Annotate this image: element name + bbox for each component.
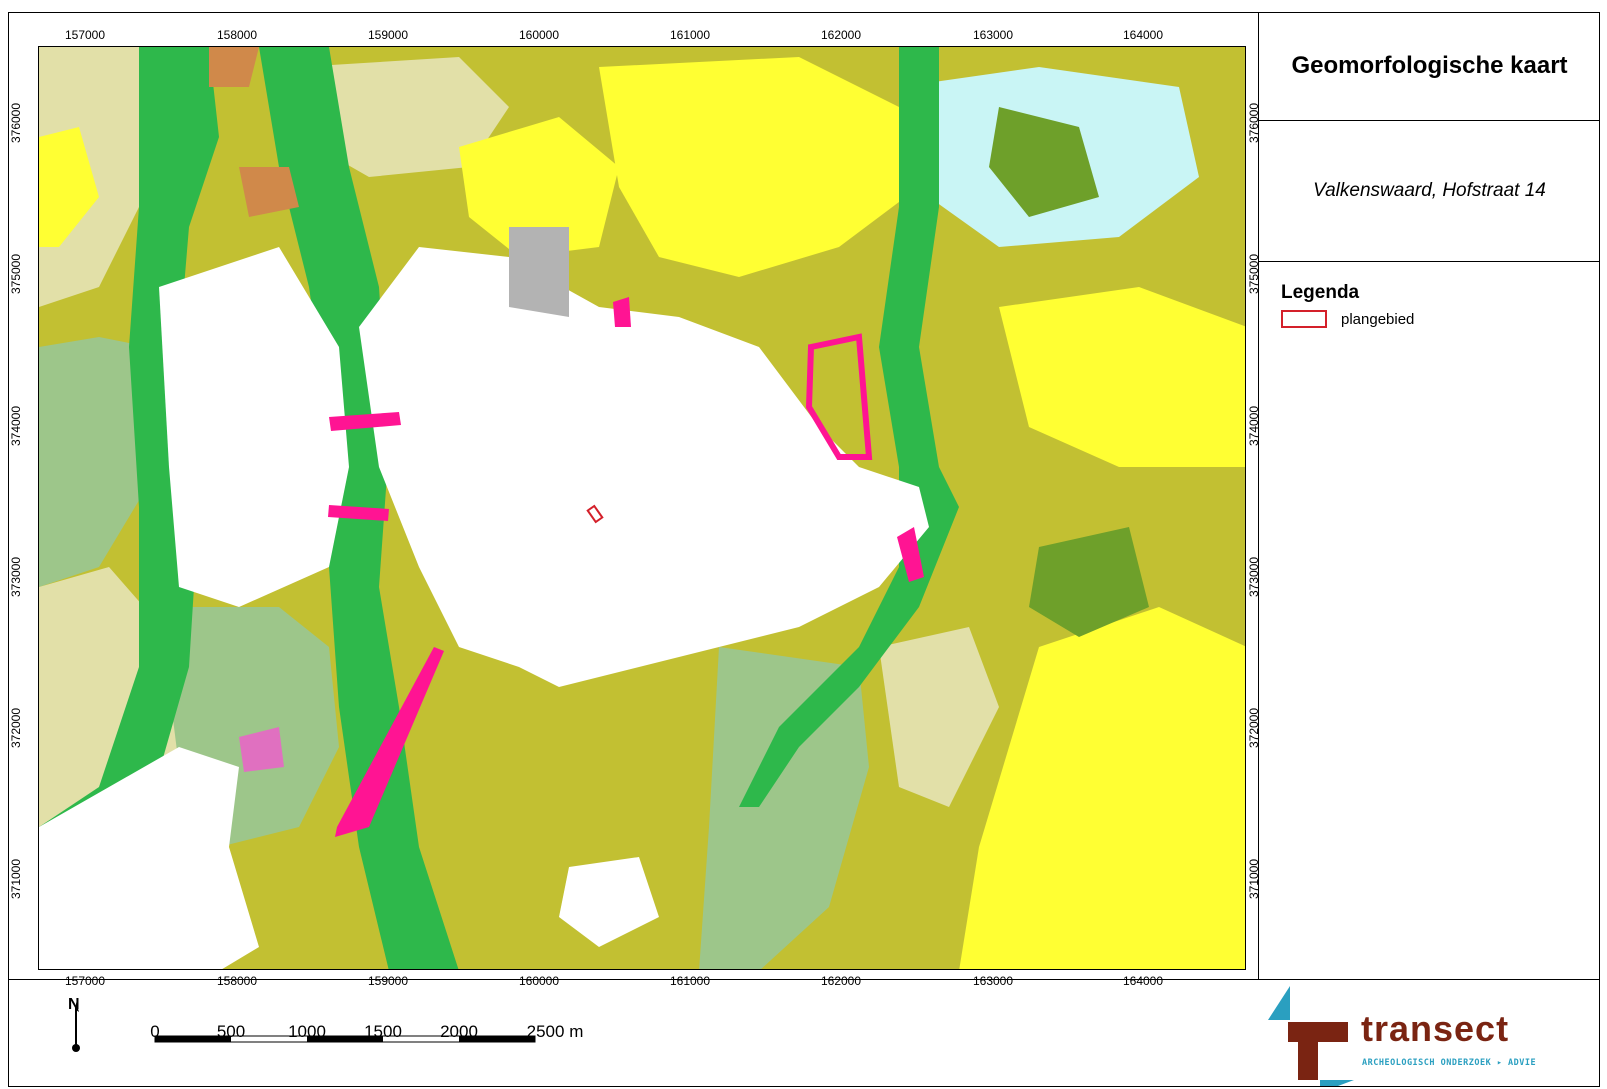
x-tick-bottom: 163000 [972,974,1014,988]
dark-green-knoll-east [1029,527,1149,637]
logo-tagline: ARCHEOLOGISCH ONDERZOEK ▸ ADVIE [1362,1058,1537,1068]
x-tick-bottom: 159000 [367,974,409,988]
scale-label: 2500 m [526,1022,584,1041]
pink-patch [239,727,284,772]
bottom-divider [8,979,1600,980]
legend: Legenda plangebied [1259,262,1600,348]
grey-excavation [509,227,569,317]
x-tick-top: 162000 [820,28,862,42]
legend-swatch-plangebied [1281,310,1327,328]
x-tick-bottom: 160000 [518,974,560,988]
geomorphology-map [39,47,1245,969]
y-tick-left: 374000 [9,405,23,447]
magenta-road-cut-2 [328,505,389,521]
brook-valley-east [739,47,959,807]
magenta-road-cut-1 [329,412,401,431]
scale-bar [154,1035,536,1043]
scale-label: 0 [150,1022,160,1041]
x-tick-top: 159000 [367,28,409,42]
y-tick-right: 371000 [1247,858,1261,900]
y-tick-left: 372000 [9,707,23,749]
transect-logo-icon [1268,986,1354,1086]
pale-east-field [879,627,999,807]
y-tick-left: 373000 [9,556,23,598]
brown-patch [239,167,299,217]
x-tick-bottom: 161000 [669,974,711,988]
map-panel: 157000 158000 159000 160000 161000 16200… [8,12,1261,988]
magenta-road-cut-5 [897,527,924,582]
yellow-west [39,127,99,247]
logo-wordmark: transect [1361,1008,1510,1049]
scale-label: 1000 [288,1022,326,1041]
legend-title: Legenda [1281,282,1360,303]
x-tick-top: 164000 [1122,28,1164,42]
yellow-east [999,287,1245,467]
y-tick-left: 375000 [9,253,23,295]
x-tick-top: 160000 [518,28,560,42]
built-up-south [559,857,659,947]
x-tick-bottom: 157000 [64,974,106,988]
built-up-valkenswaard [359,247,929,687]
map-canvas[interactable] [38,46,1246,970]
map-title: Geomorfologische kaart [1291,52,1568,79]
x-tick-bottom: 162000 [820,974,862,988]
y-tick-right: 374000 [1247,405,1261,447]
built-up-west [159,247,349,607]
x-tick-top: 163000 [972,28,1014,42]
magenta-road-cut-3 [335,647,444,837]
brook-valley-west [39,47,219,877]
scale-label: 1500 [364,1022,402,1041]
magenta-road-cut-6 [613,297,631,327]
magenta-road-cut-4 [805,333,873,460]
north-label: N [68,996,80,1013]
y-tick-left: 376000 [9,102,23,144]
x-tick-top: 161000 [669,28,711,42]
scale-label: 500 [216,1022,246,1041]
x-tick-bottom: 158000 [216,974,258,988]
yellow-southeast [959,607,1245,969]
x-tick-bottom: 164000 [1122,974,1164,988]
legend-item-label: plangebied [1341,310,1415,328]
pale-north [299,57,509,177]
built-up-southwest [39,747,259,969]
dark-green-knoll [989,107,1099,217]
plangebied-outline[interactable] [586,504,604,524]
x-tick-top: 157000 [64,28,106,42]
subtitle-box: Valkenswaard, Hofstraat 14 [1259,121,1600,262]
map-subtitle: Valkenswaard, Hofstraat 14 [1313,180,1546,201]
yellow-north [459,117,619,257]
map-frame [8,12,1600,1087]
sage-plain [39,337,159,587]
y-tick-right: 373000 [1247,556,1261,598]
title-box: Geomorfologische kaart [1259,12,1600,121]
sage-valley-south [699,647,869,969]
y-tick-right: 372000 [1247,707,1261,749]
north-arrow-icon [72,1002,80,1052]
legend-item-plangebied: plangebied [1281,310,1578,328]
side-panel: Geomorfologische kaart Valkenswaard, Hof… [1259,12,1600,348]
x-tick-top: 158000 [216,28,258,42]
yellow-ridge-north [599,57,919,277]
y-tick-left: 371000 [9,858,23,900]
scale-label: 2000 [440,1022,478,1041]
brown-patch-north [209,47,259,87]
